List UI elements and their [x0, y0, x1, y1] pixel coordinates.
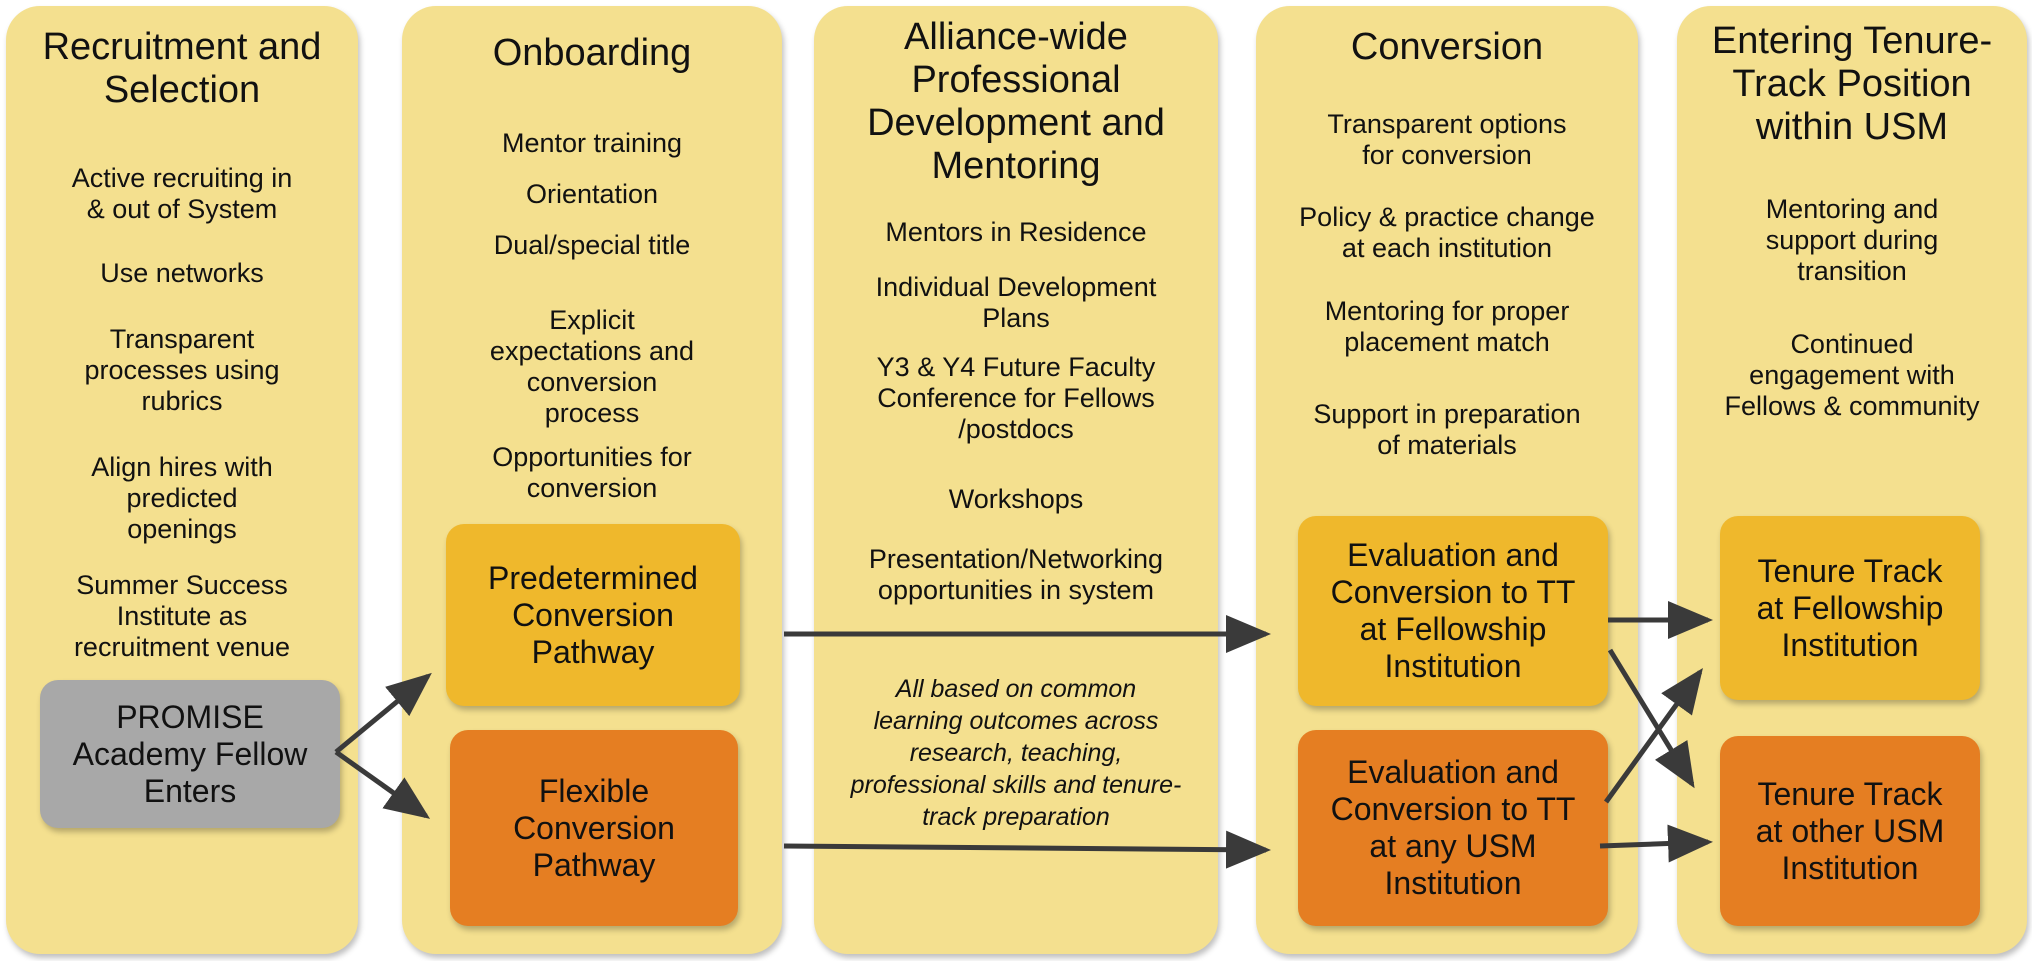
- item-align-hires: Align hires with predicted openings: [91, 452, 273, 544]
- box-flexible-pathway: Flexible Conversion Pathway: [450, 730, 738, 926]
- item-mentor-training: Mentor training: [501, 128, 683, 158]
- common-outcomes-note: All based on common learning outcomes ac…: [850, 675, 1182, 831]
- box-predetermined-pathway: Predetermined Conversion Pathway: [446, 524, 740, 706]
- item-workshops: Workshops: [948, 484, 1084, 514]
- box-eval-fellowship: Evaluation and Conversion to TT at Fello…: [1298, 516, 1608, 706]
- arrow-flexible-to-eval-usm: [783, 830, 1271, 869]
- box-tt-other: Tenure Track at other USM Institution: [1720, 736, 1980, 926]
- item-dual-title: Dual/special title: [493, 230, 691, 260]
- item-continued-engagement: Continued engagement with Fellows & comm…: [1724, 329, 1980, 421]
- item-transparent-processes: Transparent processes using rubrics: [84, 324, 280, 416]
- column-title-professional-development: Alliance-wide Professional Development a…: [867, 16, 1165, 187]
- item-summer-institute: Summer Success Institute as recruitment …: [73, 570, 291, 662]
- item-explicit-expectations: Explicit expectations and conversion pro…: [489, 305, 695, 428]
- column-professional-development: Alliance-wide Professional Development a…: [814, 6, 1218, 954]
- box-tt-fellowship: Tenure Track at Fellowship Institution: [1720, 516, 1980, 700]
- box-eval-usm: Evaluation and Conversion to TT at any U…: [1298, 730, 1608, 926]
- box-fellow-enters: PROMISE Academy Fellow Enters: [40, 680, 340, 828]
- item-opportunities-conversion: Opportunities for conversion: [492, 442, 692, 503]
- arrow-eval-usm-to-tt-other: [1599, 824, 1713, 863]
- item-mentors-residence: Mentors in Residence: [885, 217, 1147, 247]
- item-transparent-options: Transparent options for conversion: [1327, 109, 1567, 170]
- item-idp: Individual Development Plans: [875, 272, 1157, 333]
- arrow-eval-fellowship-to-tt-other: [1607, 648, 1695, 789]
- item-mentoring-placement: Mentoring for proper placement match: [1324, 296, 1570, 357]
- item-policy-practice: Policy & practice change at each institu…: [1299, 202, 1595, 263]
- item-use-networks: Use networks: [100, 258, 264, 288]
- arrow-entry-to-flexible: [334, 749, 431, 819]
- column-title-conversion: Conversion: [1350, 26, 1544, 68]
- arrow-eval-usm-to-tt-fellowship: [1603, 667, 1703, 804]
- arrow-entry-to-predetermined: [334, 672, 432, 754]
- column-title-recruitment: Recruitment and Selection: [42, 26, 322, 111]
- item-orientation: Orientation: [525, 179, 659, 209]
- item-support-materials: Support in preparation of materials: [1313, 399, 1581, 460]
- column-title-tenure-track: Entering Tenure- Track Position within U…: [1711, 20, 1993, 148]
- item-mentoring-transition: Mentoring and support during transition: [1765, 194, 1939, 286]
- item-presentation-networking: Presentation/Networking opportunities in…: [868, 544, 1164, 605]
- item-future-faculty-conference: Y3 & Y4 Future Faculty Conference for Fe…: [876, 352, 1156, 444]
- item-active-recruiting: Active recruiting in & out of System: [71, 163, 293, 224]
- column-title-onboarding: Onboarding: [492, 32, 692, 74]
